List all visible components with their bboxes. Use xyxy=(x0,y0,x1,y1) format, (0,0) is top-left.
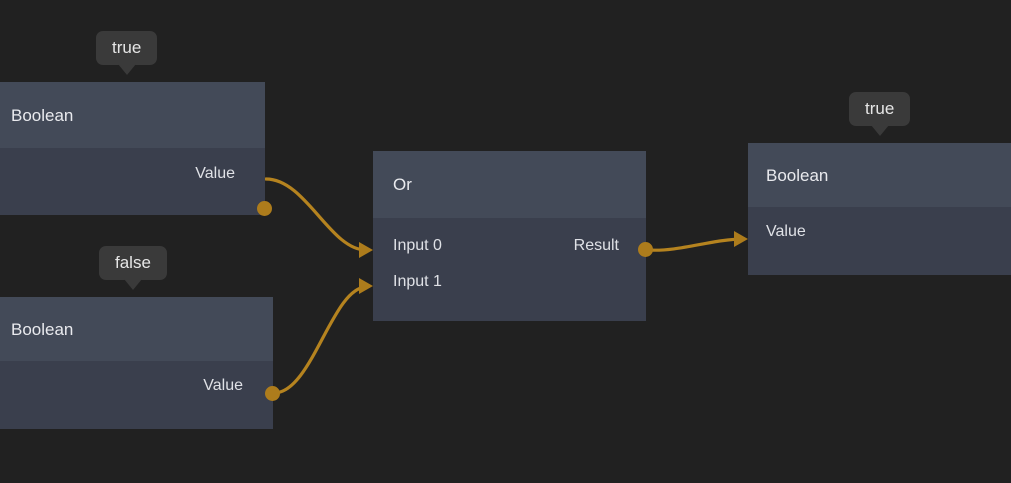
node-title: Boolean xyxy=(766,165,829,185)
node-or[interactable]: Or Input 0 Input 1 Result xyxy=(359,151,653,321)
node-header[interactable]: Boolean xyxy=(748,143,1011,207)
node-boolean-true[interactable]: Boolean Value xyxy=(0,82,272,216)
port-row-output-value[interactable]: Value xyxy=(203,375,243,397)
node-body: Value xyxy=(0,148,265,215)
output-port-value-handle[interactable] xyxy=(265,386,280,401)
port-label: Result xyxy=(573,237,619,254)
node-title: Or xyxy=(393,175,412,194)
node-title: Boolean xyxy=(11,319,74,339)
tooltip-value: true xyxy=(865,99,895,118)
tooltip-boolean-true: true xyxy=(96,31,158,75)
port-row-input-1[interactable]: Input 1 xyxy=(393,271,442,293)
edge-boolean-true-to-or-input0 xyxy=(264,177,368,252)
port-label: Value xyxy=(195,165,235,182)
tooltip-tail-icon xyxy=(870,125,889,136)
port-row-input-value[interactable]: Value xyxy=(766,221,806,243)
tooltip-boolean-false: false xyxy=(99,246,167,290)
output-port-value-handle[interactable] xyxy=(257,201,272,216)
node-body: Input 0 Input 1 Result xyxy=(373,218,646,321)
input-port-input-0-handle[interactable] xyxy=(359,242,373,258)
node-header[interactable]: Or xyxy=(373,151,646,218)
node-body: Value xyxy=(748,207,1011,275)
input-port-value-handle[interactable] xyxy=(734,231,748,247)
port-row-output-result[interactable]: Result xyxy=(574,235,619,257)
tooltip-boolean-result: true xyxy=(849,92,911,136)
node-header[interactable]: Boolean xyxy=(0,297,273,361)
tooltip-value: false xyxy=(115,253,151,272)
port-row-input-0[interactable]: Input 0 xyxy=(393,235,442,257)
port-label: Value xyxy=(203,377,243,394)
node-boolean-result[interactable]: Boolean Value xyxy=(734,143,1011,275)
node-header[interactable]: Boolean xyxy=(0,82,265,148)
node-boolean-false[interactable]: Boolean Value xyxy=(0,297,280,429)
tooltip-value: true xyxy=(112,38,142,57)
input-port-input-1-handle[interactable] xyxy=(359,278,373,294)
port-row-output-value[interactable]: Value xyxy=(195,163,235,185)
port-label: Input 0 xyxy=(393,237,442,254)
tooltip-tail-icon xyxy=(117,64,136,75)
node-title: Boolean xyxy=(11,105,74,125)
edge-boolean-false-to-or-input1 xyxy=(272,285,368,395)
edge-or-result-to-boolean-result xyxy=(646,237,746,252)
tooltip-tail-icon xyxy=(123,279,142,290)
port-label: Value xyxy=(766,223,806,240)
node-body: Value xyxy=(0,361,273,429)
port-label: Input 1 xyxy=(393,273,442,290)
output-port-result-handle[interactable] xyxy=(638,242,653,257)
